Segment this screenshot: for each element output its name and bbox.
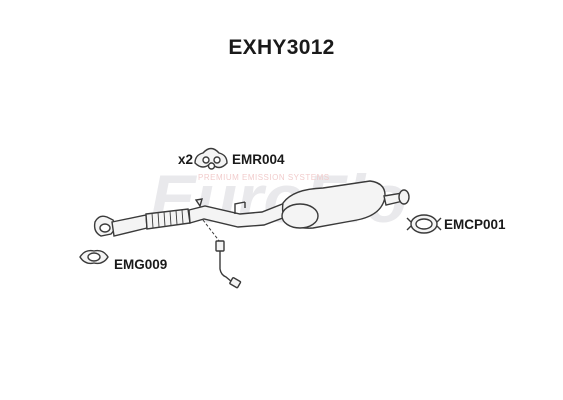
clamp-code: EMCP001 <box>444 217 506 232</box>
watermark-tagline: PREMIUM EMISSION SYSTEMS <box>198 173 330 182</box>
rubber-mount-code: EMR004 <box>232 152 285 167</box>
exhaust-assembly <box>93 180 410 237</box>
part-number-title: EXHY3012 <box>228 36 335 59</box>
gasket-code: EMG009 <box>114 257 168 272</box>
rubber-mount-quantity: x2 <box>178 152 194 167</box>
clamp-part <box>406 214 442 234</box>
o2-sensor <box>202 219 242 289</box>
rubber-mount-part <box>194 147 228 170</box>
gasket-part <box>79 249 109 265</box>
